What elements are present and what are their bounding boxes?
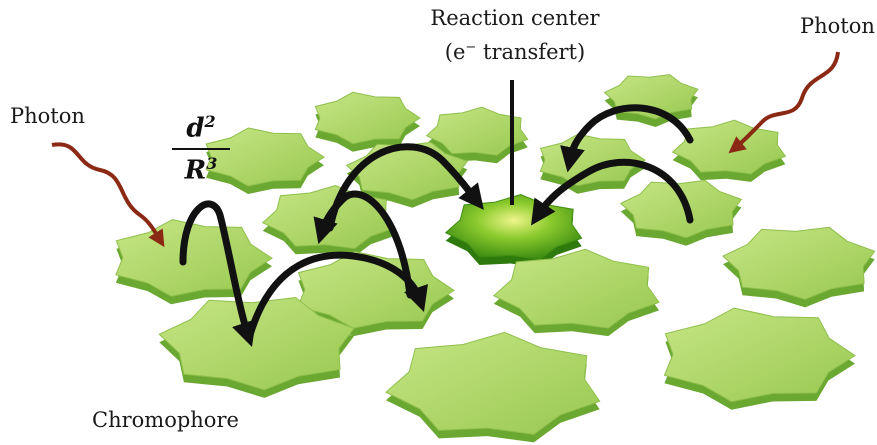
chromophore-disc-icon <box>492 248 660 337</box>
transfer-arc-1 <box>179 200 256 347</box>
coupling-formula: d2 R3 <box>170 112 232 185</box>
electron-charge: − <box>465 40 477 55</box>
formula-numerator-exp: 2 <box>204 112 216 131</box>
transfer-arc-5 <box>531 158 694 226</box>
electron-symbol: (e <box>444 40 466 64</box>
reaction-center-sublabel: (e− transfert) <box>420 40 610 65</box>
formula-fraction-bar <box>172 147 230 150</box>
photon-label-left: Photon <box>10 104 85 128</box>
chromophore-disc-icon <box>425 106 529 164</box>
chromophore-disc-icon <box>297 250 455 337</box>
chromophore-disc-icon <box>205 127 325 194</box>
chromophore-label: Chromophore <box>92 408 239 432</box>
chromophore-disc-icon <box>158 296 355 398</box>
formula-denominator-base: R <box>184 155 207 186</box>
disc-top <box>492 248 660 329</box>
reaction-center-label: Reaction center <box>430 6 600 30</box>
chromophore-disc-icon <box>671 119 787 182</box>
disc-top <box>385 331 601 435</box>
photon-arrow-right <box>728 51 840 154</box>
disc-top <box>663 307 856 403</box>
transfer-arc-3 <box>313 190 414 299</box>
photon-arrow-left <box>51 142 165 248</box>
formula-denominator-exp: 3 <box>206 153 218 173</box>
transfer-word: transfert) <box>476 40 586 64</box>
chromophore-disc-icon <box>722 226 876 308</box>
chromophore-disc-icon <box>619 179 743 246</box>
transfer-arc-6 <box>560 104 694 173</box>
photon-label-right: Photon <box>800 14 875 38</box>
formula-denominator: R3 <box>170 150 232 186</box>
chromophore-disc-icon <box>663 307 856 410</box>
disc-top <box>722 226 876 300</box>
chromophore-disc-icon <box>314 91 421 152</box>
disc-top <box>314 91 421 145</box>
disc-top <box>205 127 325 187</box>
chromophore-array <box>115 74 876 443</box>
energy-transfer-arrows <box>51 51 840 347</box>
chromophore-disc-icon <box>385 331 601 443</box>
disc-top <box>619 179 743 239</box>
transfer-arc-4 <box>326 143 484 232</box>
chromophore-disc-icon <box>115 219 273 305</box>
formula-numerator: d2 <box>170 112 232 148</box>
chromophore-disc-icon <box>603 74 699 127</box>
formula-numerator-base: d <box>186 113 205 144</box>
disc-top <box>158 296 355 391</box>
